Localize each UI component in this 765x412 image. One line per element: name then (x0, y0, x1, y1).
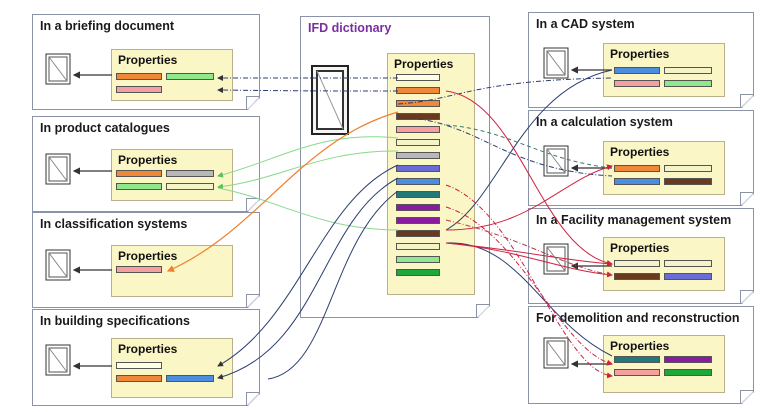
property-bar (664, 273, 712, 280)
ifd-title: IFD dictionary (308, 21, 392, 35)
property-bar (664, 260, 712, 267)
property-bar (614, 165, 660, 172)
property-bar (664, 67, 712, 74)
property-bar (664, 165, 712, 172)
property-bar (116, 375, 162, 382)
demolition-box: For demolition and reconstruction Proper… (528, 306, 754, 404)
property-bar (396, 165, 440, 172)
door-icon (45, 153, 71, 185)
property-bar (396, 178, 440, 185)
property-bar (614, 178, 660, 185)
classification-systems-box: In classification systems Properties (32, 212, 260, 308)
doc-title: For demolition and reconstruction (536, 311, 740, 325)
property-bar (116, 183, 162, 190)
facility-management-box: In a Facility management system Properti… (528, 208, 754, 304)
property-bar (664, 356, 712, 363)
properties-label: Properties (610, 339, 670, 353)
property-bar (614, 260, 660, 267)
property-bar (396, 113, 440, 120)
property-bar (396, 243, 440, 250)
property-bar (664, 369, 712, 376)
property-bar (396, 87, 440, 94)
door-icon (45, 249, 71, 281)
property-bar (396, 152, 440, 159)
property-bar (396, 269, 440, 276)
property-bar (396, 191, 440, 198)
property-bar (664, 80, 712, 87)
calculation-system-box: In a calculation system Properties (528, 110, 754, 206)
property-bar (614, 356, 660, 363)
door-icon (45, 53, 71, 85)
building-specifications-box: In building specifications Properties (32, 309, 260, 406)
properties-label: Properties (394, 57, 454, 71)
property-bar (396, 74, 440, 81)
property-bar (166, 183, 214, 190)
property-bar (116, 86, 162, 93)
property-bar (396, 217, 440, 224)
property-bar (664, 178, 712, 185)
property-bar (396, 230, 440, 237)
property-bar (396, 256, 440, 263)
ifd-dictionary-box: IFD dictionary Properties (300, 16, 490, 318)
doc-title: In a calculation system (536, 115, 673, 129)
property-bar (116, 266, 162, 273)
property-bar (396, 126, 440, 133)
property-bar (166, 375, 214, 382)
doc-title: In product catalogues (40, 121, 170, 135)
doc-title: In classification systems (40, 217, 188, 231)
door-icon (45, 344, 71, 376)
property-bar (116, 73, 162, 80)
doc-title: In a Facility management system (536, 213, 732, 227)
properties-label: Properties (118, 153, 178, 167)
door-icon (543, 47, 569, 79)
briefing-document-box: In a briefing document Properties (32, 14, 260, 110)
door-icon (543, 145, 569, 177)
property-bar (396, 100, 440, 107)
doc-title: In a CAD system (536, 17, 635, 31)
doc-title: In a briefing document (40, 19, 175, 33)
properties-label: Properties (118, 53, 178, 67)
product-catalogues-box: In product catalogues Properties (32, 116, 260, 212)
property-bar (614, 273, 660, 280)
property-bar (166, 73, 214, 80)
property-bar (614, 67, 660, 74)
door-icon (311, 65, 349, 135)
property-bar (396, 204, 440, 211)
property-bar (614, 80, 660, 87)
properties-label: Properties (610, 145, 670, 159)
cad-system-box: In a CAD system Properties (528, 12, 754, 108)
property-bar (116, 170, 162, 177)
doc-title: In building specifications (40, 314, 191, 328)
property-bar (116, 362, 162, 369)
property-bar (166, 170, 214, 177)
properties-label: Properties (118, 342, 178, 356)
property-bar (614, 369, 660, 376)
property-bar (396, 139, 440, 146)
properties-label: Properties (610, 241, 670, 255)
properties-panel: Properties (603, 335, 725, 393)
door-icon (543, 243, 569, 275)
door-icon (543, 337, 569, 369)
properties-label: Properties (118, 249, 178, 263)
properties-label: Properties (610, 47, 670, 61)
